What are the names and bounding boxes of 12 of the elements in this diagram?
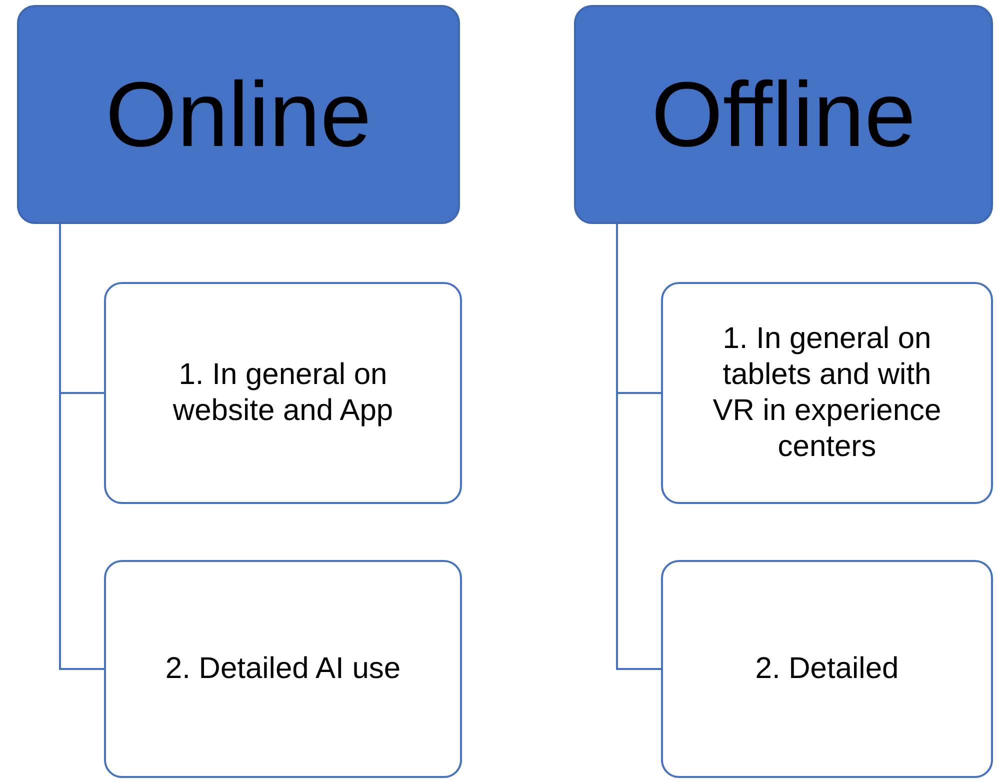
header-text: Offline bbox=[651, 68, 916, 160]
item-text: 2. Detailed bbox=[755, 651, 899, 687]
item-text: 1. In general on tablets and with VR in experience centers bbox=[712, 321, 942, 465]
header-text: Online bbox=[106, 68, 372, 160]
item-text: 2. Detailed AI use bbox=[165, 651, 401, 687]
item-box bbox=[104, 560, 462, 778]
item-text: 1. In general on website and App bbox=[172, 357, 394, 429]
item-box bbox=[661, 282, 993, 504]
item-box bbox=[104, 282, 462, 504]
header-box bbox=[17, 5, 460, 224]
header-box bbox=[574, 5, 993, 224]
item-box bbox=[661, 560, 993, 778]
